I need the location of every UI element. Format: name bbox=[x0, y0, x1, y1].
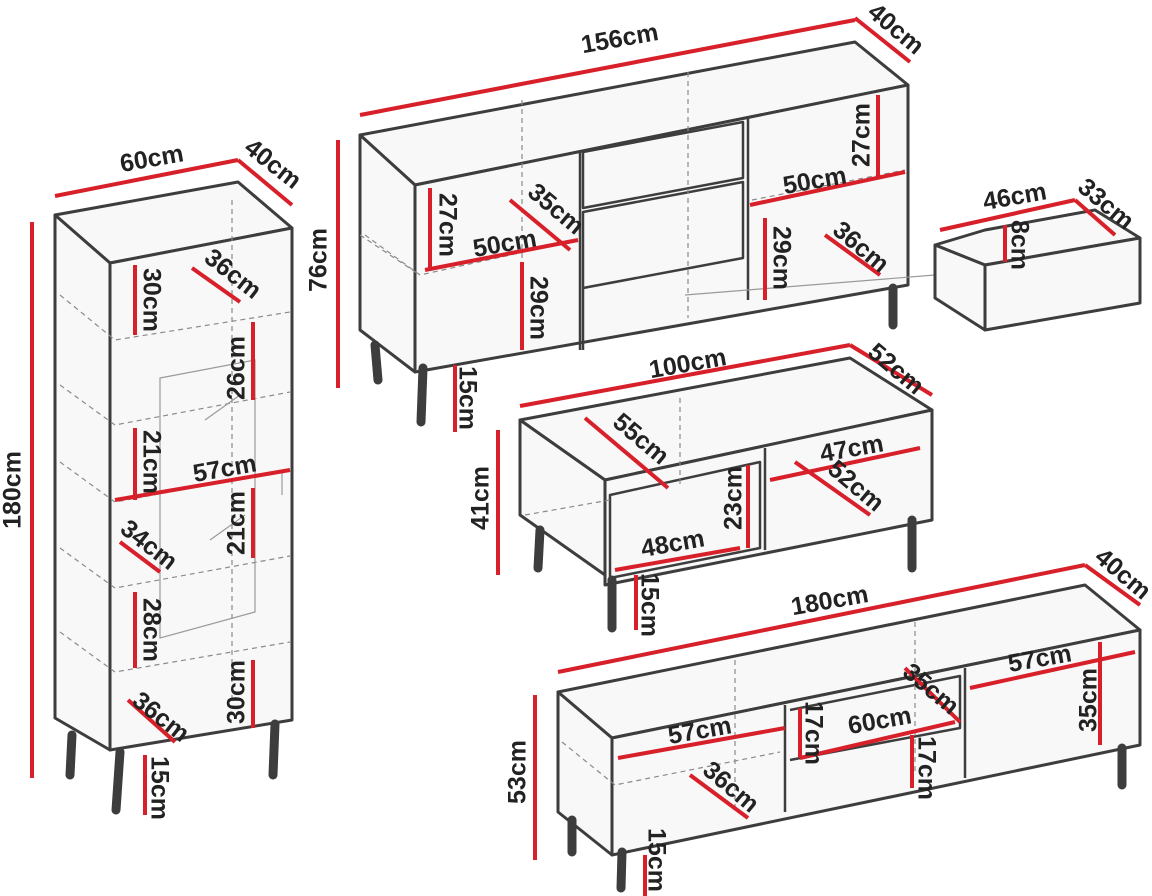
coffee-table-drawer-width-dimension-line bbox=[614, 546, 741, 572]
tv-stand-left-depth-dimension-line bbox=[688, 773, 750, 820]
tall-cabinet-leg-height-label: 15cm bbox=[145, 756, 173, 820]
tall-cabinet-shelf-top-depth-dimension-line bbox=[190, 266, 242, 304]
sideboard-height-label: 76cm bbox=[305, 228, 333, 292]
sideboard-left-lower-height-label: 29cm bbox=[524, 276, 552, 340]
tall-cabinet bbox=[53, 180, 294, 815]
coffee-table-drawer-height-label: 23cm bbox=[720, 466, 748, 530]
sideboard-depth-dimension-line bbox=[853, 16, 912, 64]
tv-stand bbox=[556, 583, 1142, 893]
tv-stand-height-label: 53cm bbox=[504, 740, 532, 804]
tv-stand-mid-lower-height-label: 17cm bbox=[912, 736, 940, 800]
tv-stand-leg-height-label: 15cm bbox=[642, 828, 670, 892]
tall-cabinet-shelves bbox=[59, 200, 291, 700]
sideboard bbox=[358, 40, 936, 427]
tall-cabinet-bottom-height-label: 30cm bbox=[223, 660, 251, 724]
tv-stand-mid-depth-dimension-line bbox=[903, 666, 962, 724]
sideboard-right-shelf-depth-dimension-line bbox=[823, 233, 882, 277]
tall-cabinet-glass-lower-label: 21cm bbox=[223, 491, 251, 555]
tall-cabinet-inner-width-dimension-line bbox=[114, 468, 291, 502]
sideboard-right-upper-height-label: 27cm bbox=[848, 103, 876, 167]
drawer-height-label: 8cm bbox=[1005, 220, 1033, 270]
coffee-table-width-dimension-line bbox=[519, 343, 851, 408]
tv-stand-front bbox=[610, 628, 1142, 857]
tv-stand-right-height-label: 35cm bbox=[1075, 668, 1103, 732]
coffee-table-shelf-depth-dimension-line bbox=[793, 460, 872, 517]
sideboard-right-lower-height-label: 29cm bbox=[767, 226, 795, 290]
sideboard-left-shelf-height-label: 27cm bbox=[433, 193, 461, 257]
tall-cabinet-shelf-top-label: 30cm bbox=[137, 268, 165, 332]
tall-cabinet-height-label: 180cm bbox=[0, 451, 27, 529]
tv-stand-depth-dimension-line bbox=[1083, 563, 1142, 607]
tall-cabinet-depth-dimension-line bbox=[236, 158, 294, 207]
coffee-table-top-depth-dimension-line bbox=[583, 416, 670, 490]
sideboard-left-shelf-width-dimension-line bbox=[424, 238, 579, 272]
coffee-table-front bbox=[603, 408, 934, 587]
coffee-table-width-label: 100cm bbox=[647, 343, 729, 384]
coffee-table-drawer bbox=[608, 460, 762, 580]
tall-cabinet-depth-label: 40cm bbox=[239, 133, 307, 194]
tv-stand-right-width-dimension-line bbox=[969, 650, 1136, 690]
sideboard-width-dimension-line bbox=[359, 18, 856, 117]
coffee-table-depth-dimension-line bbox=[848, 343, 934, 397]
tall-cabinet-glass-upper-label: 26cm bbox=[223, 336, 251, 400]
sideboard-width-label: 156cm bbox=[579, 18, 661, 59]
tall-cabinet-shelf-mid-label: 21cm bbox=[137, 430, 165, 494]
glass-door bbox=[159, 359, 256, 639]
drawer bbox=[933, 208, 1142, 332]
drawer-width-label: 46cm bbox=[981, 177, 1049, 216]
tv-stand-mid-upper-height-label: 17cm bbox=[799, 701, 827, 765]
tall-cabinet-shelf-low-label: 28cm bbox=[137, 598, 165, 662]
tall-cabinet-front bbox=[108, 226, 294, 752]
tall-cabinet-shelf-depth-mid-dimension-line bbox=[118, 540, 162, 574]
tv-stand-mid-width-dimension-line bbox=[799, 720, 956, 760]
dimension-lines bbox=[30, 16, 1142, 896]
tv-stand-left-width-dimension-line bbox=[617, 726, 786, 760]
tall-cabinet-side bbox=[53, 213, 112, 752]
tv-stand-width-dimension-line bbox=[557, 563, 1086, 674]
tall-cabinet-bottom-depth-dimension-line bbox=[126, 698, 177, 744]
coffee-table-leg-height-label: 15cm bbox=[635, 573, 663, 637]
drawer-width-dimension-line bbox=[939, 198, 1076, 232]
sideboard-front bbox=[413, 83, 910, 374]
tall-cabinet-width-dimension-line bbox=[54, 158, 239, 198]
coffee-table-shelf-width-dimension-line bbox=[769, 446, 921, 482]
drawer-front bbox=[983, 236, 1142, 332]
drawer-depth-dimension-line bbox=[1073, 198, 1117, 237]
sideboard-leg-height-label: 15cm bbox=[453, 366, 481, 430]
coffee-table-height-label: 41cm bbox=[467, 466, 495, 530]
